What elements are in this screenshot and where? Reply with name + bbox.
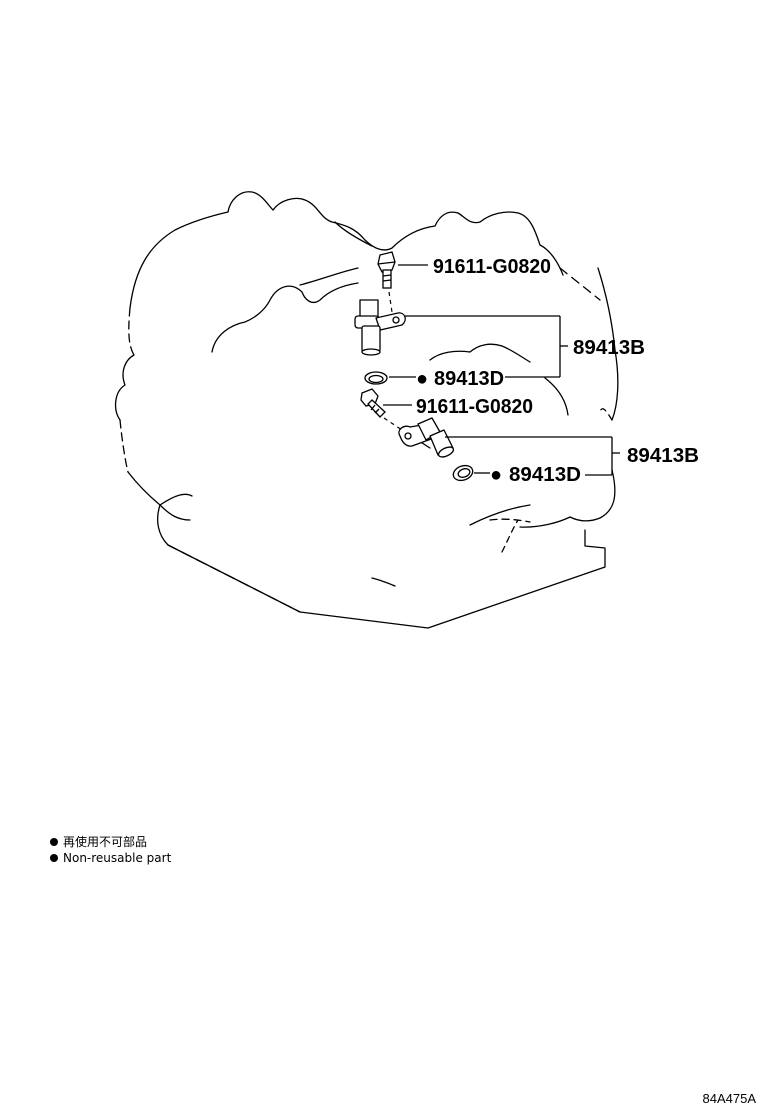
legend-row-english: Non-reusable part [50,850,171,866]
o-ring-icon [364,371,388,385]
bolt-icon [377,251,396,289]
illustration-code: 84A475A [702,1091,757,1106]
callout-sensor-upper: 89413B [573,337,645,359]
o-ring-icon [452,464,474,482]
callout-bolt-upper: 91611-G0820 [433,256,551,278]
speed-sensor-icon [398,417,455,458]
callout-sensor-lower: 89413B [627,445,699,467]
legend-english-label: Non-reusable part [63,851,172,865]
non-reusable-dot-icon [50,853,58,862]
non-reusable-dot-icon [50,837,58,846]
callout-oring-upper: 89413D [434,368,504,390]
transmission-case-outline [114,191,619,629]
legend-row-japanese: 再使用不可部品 [50,834,147,850]
bolt-axis-line [388,291,393,313]
callout-bolt-lower: 91611-G0820 [416,396,533,418]
legend-japanese-label: 再使用不可部品 [63,835,148,849]
non-reusable-marker: ● [416,368,428,390]
non-reusable-marker: ● [490,464,502,486]
bolt-icon [360,388,386,418]
leader-lines [383,264,620,476]
callout-oring-lower: 89413D [509,464,581,486]
speed-sensor-icon [354,299,406,356]
